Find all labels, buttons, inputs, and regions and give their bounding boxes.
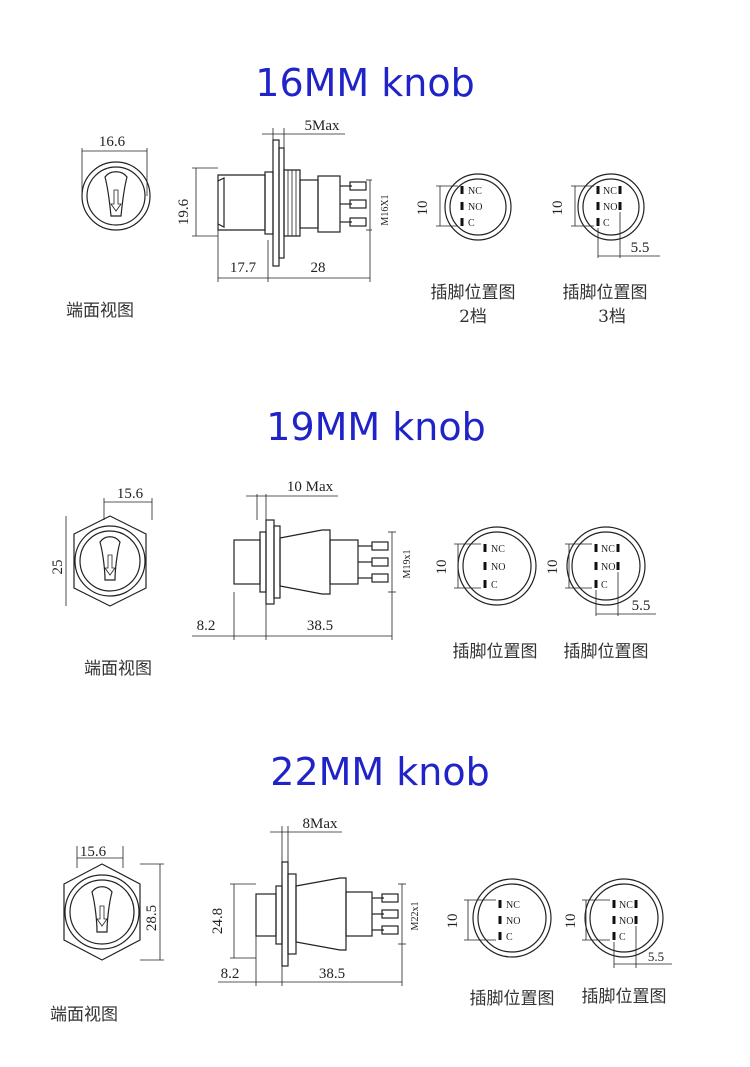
pin-spacing-label: 5.5: [632, 598, 651, 614]
pin-nc-label: NC: [468, 186, 482, 197]
pinout-caption: 插脚位置图: [453, 642, 538, 662]
thread-label: M19x1: [402, 550, 413, 579]
body-length-label: 38.5: [307, 618, 333, 634]
end-face-view: 15.6 28.5 端面视图: [50, 844, 164, 1025]
side-view: 8.2 38.5 24.8 8Max M22x1: [210, 816, 421, 986]
pinout-2pos: NC NO C 10 插脚位置图 2档: [415, 173, 516, 327]
pin-no-label: NO: [468, 202, 482, 213]
section-16mm: 16MM knob 16.6 端面视图: [66, 61, 660, 327]
section-title: 22MM knob: [270, 750, 489, 794]
pinout-subcaption: 3档: [598, 307, 626, 327]
pin-c-label: C: [468, 218, 475, 229]
pin-height-label: 10: [434, 560, 450, 575]
max-label: 10 Max: [287, 479, 334, 495]
pin-height-label: 10: [415, 201, 431, 216]
pin-height-label: 10: [445, 914, 461, 929]
pin-nc-label: NC: [491, 544, 505, 555]
pinout-caption: 插脚位置图: [470, 989, 555, 1009]
pin-no-label: NO: [506, 916, 520, 927]
pinout-3pos: NC NO C 10 5.5 插脚位置图: [545, 526, 656, 662]
pin-nc-label: NC: [603, 186, 617, 197]
section-title: 16MM knob: [255, 61, 474, 105]
pin-c-label: C: [601, 580, 608, 591]
pin-spacing-label: 5.5: [648, 949, 664, 964]
face-width-label: 15.6: [117, 486, 144, 502]
pin-no-label: NO: [491, 562, 505, 573]
face-caption: 端面视图: [66, 301, 134, 321]
pin-c-label: C: [603, 218, 610, 229]
front-length-label: 17.7: [230, 260, 257, 276]
pin-height-label: 10: [550, 201, 566, 216]
pinout-subcaption: 2档: [459, 307, 487, 327]
pin-no-label: NO: [619, 916, 633, 927]
face-width-label: 15.6: [80, 844, 107, 860]
pin-c-label: C: [506, 932, 513, 943]
pinout-3pos: NC NO C 10 5.5 插脚位置图 3档: [550, 173, 660, 327]
pin-c-label: C: [491, 580, 498, 591]
pin-nc-label: NC: [619, 900, 633, 911]
section-19mm: 19MM knob 15.6 25 端面视图: [50, 405, 656, 679]
pinout-caption: 插脚位置图: [431, 283, 516, 303]
pin-height-label: 10: [563, 914, 579, 929]
pin-no-label: NO: [601, 562, 615, 573]
pinout-caption: 插脚位置图: [563, 283, 648, 303]
end-face-view: 15.6 25 端面视图: [50, 486, 153, 679]
pin-no-label: NO: [603, 202, 617, 213]
pin-c-label: C: [619, 932, 626, 943]
pin-nc-label: NC: [506, 900, 520, 911]
face-caption: 端面视图: [50, 1005, 118, 1025]
pinout-caption: 插脚位置图: [582, 987, 667, 1007]
end-face-view: 16.6 端面视图: [66, 134, 151, 321]
thread-label: M16X1: [380, 194, 391, 225]
pinout-2pos: NC NO C 10 插脚位置图: [434, 526, 538, 662]
max-label: 5Max: [305, 118, 340, 134]
pin-height-label: 10: [545, 560, 561, 575]
pinout-caption: 插脚位置图: [564, 642, 649, 662]
body-length-label: 28: [311, 260, 326, 276]
face-height-label: 25: [50, 560, 66, 575]
front-length-label: 8.2: [221, 966, 240, 982]
height-label: 19.6: [176, 198, 192, 225]
height-label: 24.8: [210, 908, 226, 934]
side-view: 8.2 38.5 10 Max M19x1: [192, 479, 413, 640]
face-width-label: 16.6: [99, 134, 126, 150]
section-title: 19MM knob: [266, 405, 485, 449]
front-length-label: 8.2: [197, 618, 216, 634]
face-caption: 端面视图: [84, 659, 152, 679]
pinout-3pos: NC NO C 10 5.5 插脚位置图: [563, 878, 672, 1007]
body-length-label: 38.5: [319, 966, 345, 982]
thread-label: M22x1: [410, 902, 421, 931]
max-label: 8Max: [303, 816, 338, 832]
pin-nc-label: NC: [601, 544, 615, 555]
section-22mm: 22MM knob 15.6 28.5 端面视图: [50, 750, 672, 1025]
pinout-2pos: NC NO C 10 插脚位置图: [445, 878, 555, 1009]
pin-spacing-label: 5.5: [631, 240, 650, 256]
side-view: 17.7 28 19.6 5Max M16X1: [176, 118, 391, 282]
face-height-label: 28.5: [144, 905, 160, 931]
